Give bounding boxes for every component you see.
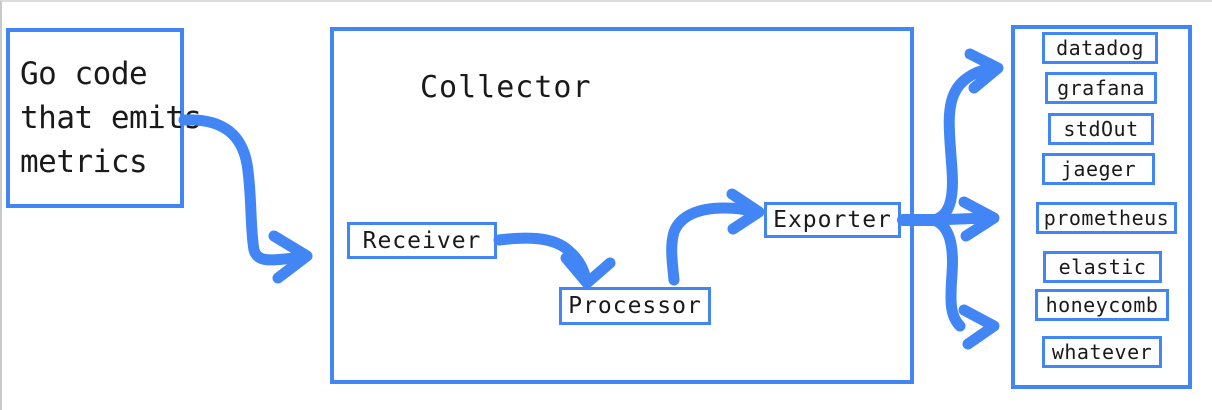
source-line-1: Go code	[20, 55, 148, 92]
destination-prometheus: prometheus	[1036, 202, 1177, 234]
source-line-3: metrics	[20, 144, 148, 180]
arrow-exporter-fanout	[897, 48, 1004, 350]
destination-honeycomb: honeycomb	[1035, 289, 1169, 321]
go-code-source-box: Go code that emits metrics	[6, 28, 202, 208]
destination-stdOut: stdOut	[1048, 113, 1154, 145]
processor-box: Processor	[559, 287, 711, 325]
destination-elastic: elastic	[1043, 251, 1162, 283]
exporter-box: Exporter	[764, 202, 901, 238]
destination-jaeger: jaeger	[1042, 153, 1155, 185]
source-line-2: that emits	[20, 99, 202, 136]
collector-title: Collector	[420, 70, 592, 105]
destination-grafana: grafana	[1045, 72, 1157, 104]
arrow-source-to-receiver	[178, 114, 313, 284]
receiver-box: Receiver	[347, 222, 497, 259]
destination-datadog: datadog	[1042, 32, 1158, 64]
destination-whatever: whatever	[1042, 336, 1162, 368]
